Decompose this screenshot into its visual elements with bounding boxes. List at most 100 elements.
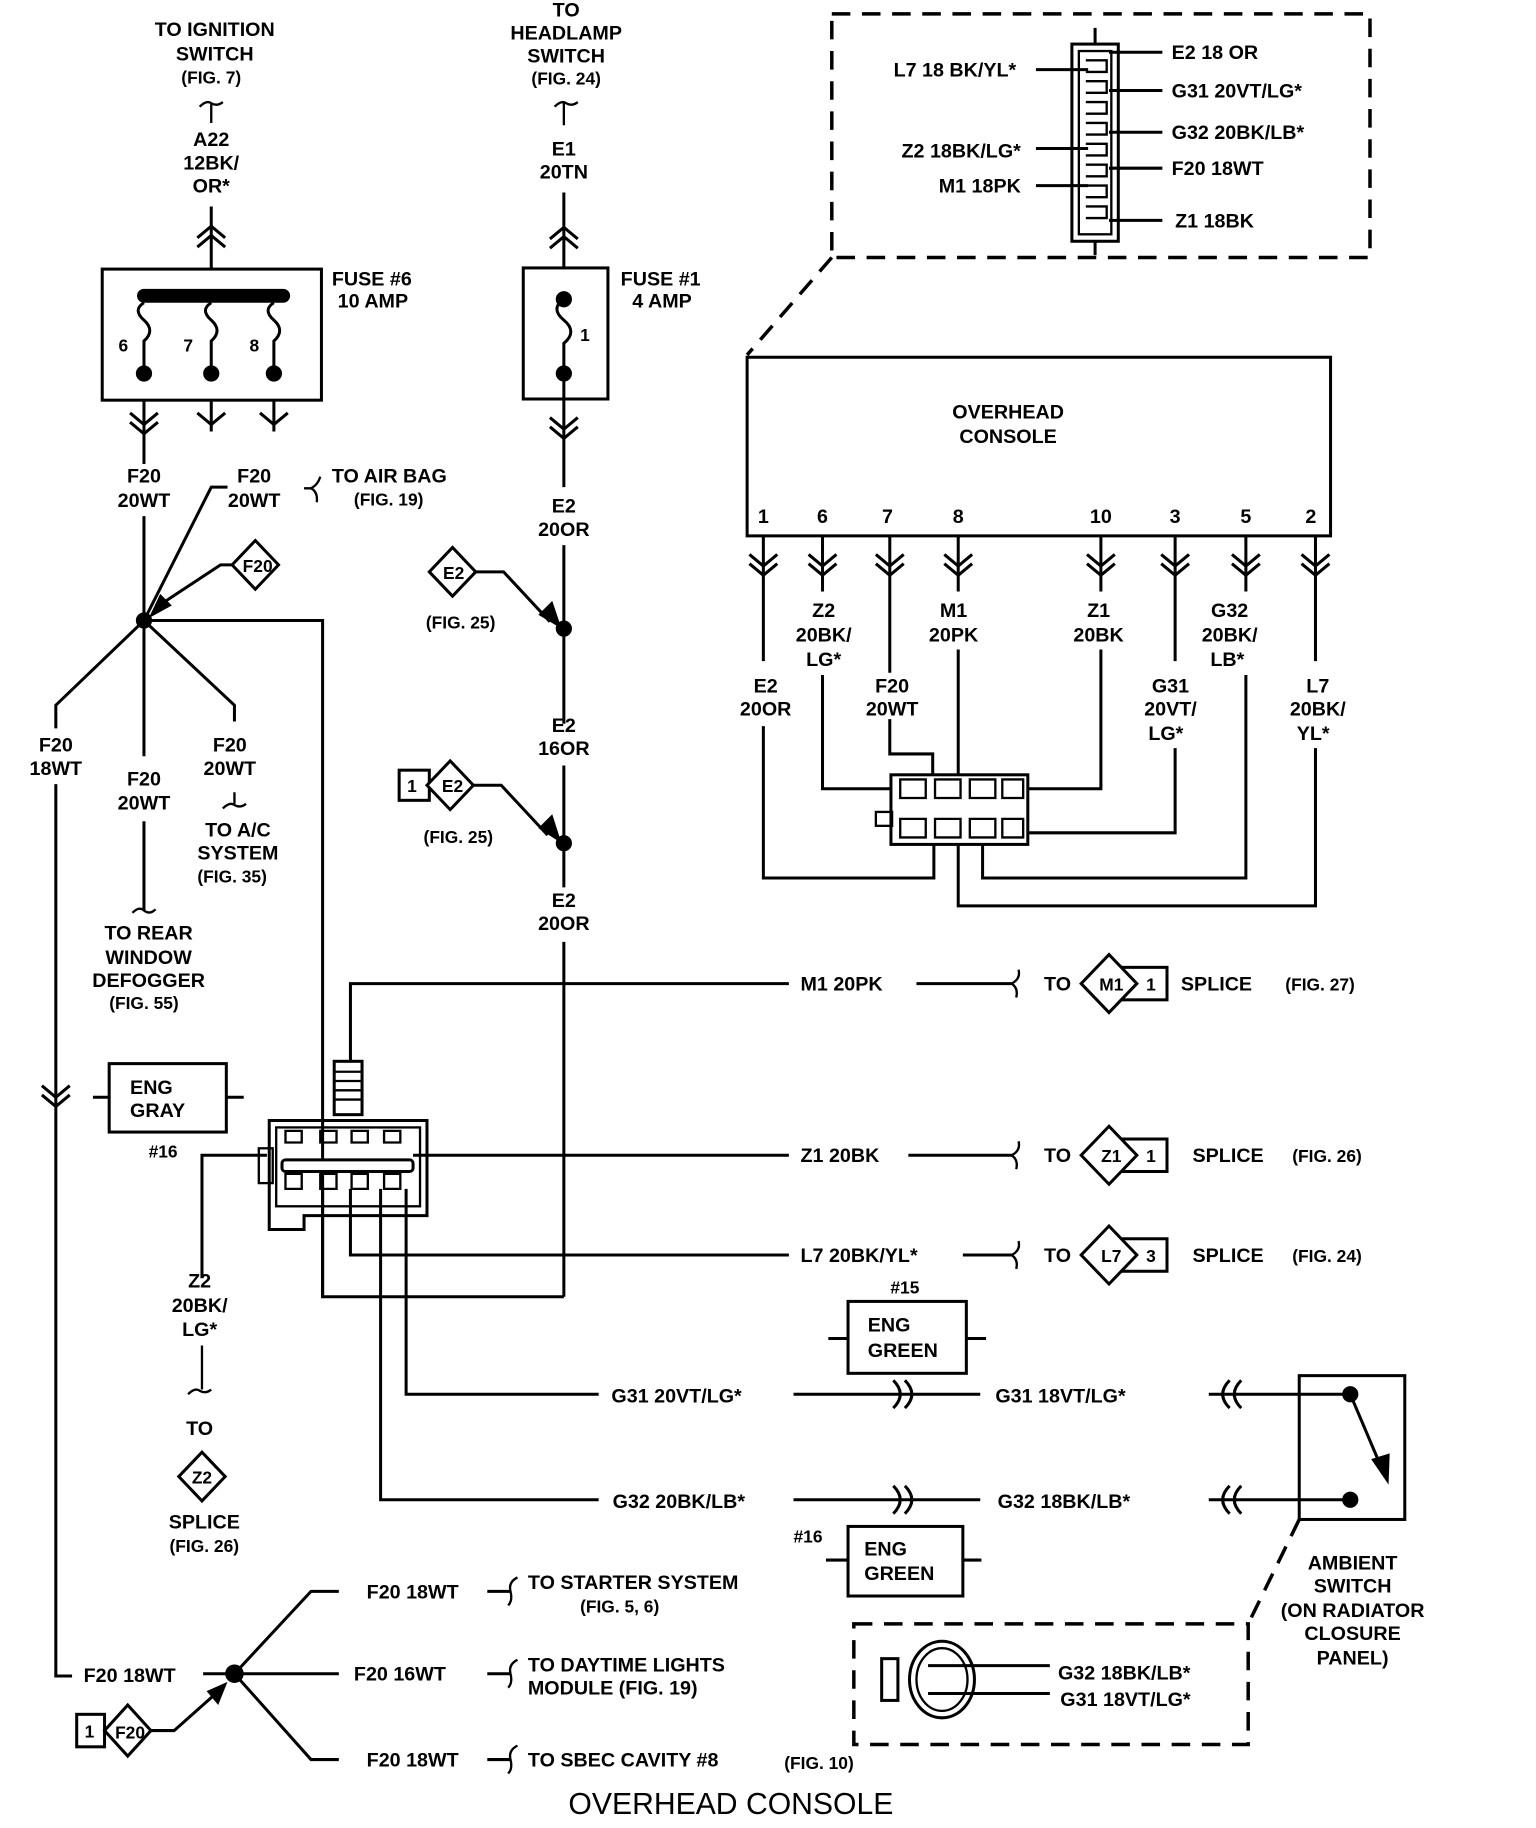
wire-g31-20vt bbox=[404, 1188, 599, 1396]
wire-f20-18wt bbox=[54, 784, 73, 1678]
connector-inner bbox=[1077, 49, 1113, 236]
connector-inner-shell bbox=[275, 1126, 422, 1208]
wire-f20-airbag-color: 20WT bbox=[228, 490, 281, 512]
inline-connector-icon bbox=[892, 1379, 914, 1410]
console-wire-m1-code: M1 bbox=[940, 600, 967, 622]
console-wire-l7-color2: YL* bbox=[1297, 723, 1330, 745]
inline-connector-icon bbox=[892, 1484, 914, 1515]
splice-diamond bbox=[1079, 1223, 1139, 1287]
connector-wire-l7: L7 18 BK/YL* bbox=[894, 60, 1017, 82]
console-wire-z2-code: Z2 bbox=[812, 600, 835, 622]
bottom-diamond-label: F20 bbox=[115, 1723, 145, 1743]
ambient-label-2: SWITCH bbox=[1314, 1576, 1392, 1598]
console-box bbox=[745, 355, 1333, 538]
wire-console-l7 bbox=[956, 535, 1317, 908]
wire-e2-top-color: 20OR bbox=[538, 519, 589, 541]
console-wire-labels: E2 20OR Z2 20BK/ LG* F20 20WT M1 20PK Z1… bbox=[740, 600, 1346, 745]
connector-key-bar bbox=[280, 1158, 415, 1174]
fuse-6-pin-7: 7 bbox=[183, 335, 193, 355]
ignition-label-3: (FIG. 7) bbox=[181, 68, 241, 88]
splice-fig: (FIG. 24) bbox=[1292, 1246, 1362, 1266]
fuse-1-pin: 1 bbox=[580, 325, 590, 345]
ambient-leader bbox=[1246, 1518, 1301, 1625]
console-connector-detail: L7 18 BK/YL* Z2 18BK/LG* M1 18PK E2 18 O… bbox=[745, 12, 1372, 357]
wire-g31-in-label: G31 20VT/LG* bbox=[611, 1385, 742, 1407]
wire-console-f20 bbox=[888, 535, 935, 780]
wire-e2-top-code: E2 bbox=[552, 496, 576, 518]
boot-ribs bbox=[334, 1070, 363, 1101]
connector-stub-icon bbox=[1010, 1240, 1021, 1270]
wire-e1-color: 20TN bbox=[540, 162, 588, 184]
console-wire-e2-code: E2 bbox=[754, 675, 778, 697]
wire-m1-20pk bbox=[348, 982, 789, 1114]
z2-wire-color2: LG* bbox=[182, 1319, 217, 1341]
wire-f20-18wt-code: F20 bbox=[39, 735, 73, 757]
branch-dest-1: TO STARTER SYSTEM bbox=[528, 1572, 739, 1594]
console-pin-label: 1 bbox=[758, 506, 769, 528]
wire-g32-in-label: G32 20BK/LB* bbox=[613, 1491, 746, 1513]
console-wire-g32-color2: LB* bbox=[1210, 649, 1244, 671]
ambient-detail-box bbox=[852, 1622, 1250, 1747]
detail-leader bbox=[745, 256, 834, 357]
wire-e1-code: E1 bbox=[552, 138, 576, 160]
fuse-6-pin-6: 6 bbox=[118, 335, 128, 355]
wire-f20-to-connector bbox=[143, 619, 564, 1299]
connector-cavities bbox=[284, 1129, 402, 1191]
bottom-trunk-label: F20 18WT bbox=[84, 1665, 176, 1687]
bottom-diamond-wire bbox=[150, 1692, 217, 1733]
airbag-fig: (FIG. 19) bbox=[354, 490, 424, 510]
arrow-icon bbox=[538, 600, 562, 629]
splice-to: TO bbox=[1044, 974, 1071, 996]
defog-dest-2: WINDOW bbox=[105, 947, 192, 969]
console-wire-g31-color: 20VT/ bbox=[1144, 699, 1197, 721]
splice-diamond-label: Z1 bbox=[1101, 1146, 1122, 1166]
wire-f20-18wt-branch bbox=[54, 619, 146, 729]
connector-wire-f20: F20 18WT bbox=[1172, 158, 1264, 180]
connector-stub-icon bbox=[187, 1345, 212, 1396]
wire-f20-defog-code: F20 bbox=[127, 768, 161, 790]
connector-wire-g31: G31 20VT/LG* bbox=[1172, 80, 1303, 102]
connector-wire-m1: M1 18PK bbox=[939, 176, 1022, 198]
terminal-dot bbox=[135, 365, 153, 382]
fuse-6: 6 7 8 FUSE #6 10 AMP bbox=[100, 267, 412, 436]
console-wire-z2-color2: LG* bbox=[806, 649, 841, 671]
connector-wire-z2: Z2 18BK/LG* bbox=[901, 141, 1021, 163]
connector-stub-icon bbox=[507, 1744, 519, 1775]
wire-console-g31 bbox=[1025, 535, 1177, 835]
z2-diamond-label: Z2 bbox=[192, 1468, 212, 1488]
connector-cavities bbox=[1085, 59, 1108, 220]
headlamp-label-1: TO bbox=[553, 0, 580, 21]
ambient-label-4: CLOSURE bbox=[1304, 1623, 1400, 1645]
wire-a22-color: OR* bbox=[193, 176, 231, 198]
console-pin-label: 7 bbox=[882, 506, 893, 528]
z2-branch: Z2 20BK/ LG* TO Z2 SPLICE (FIG. 26) bbox=[169, 1270, 240, 1555]
branch-wire-label: F20 18WT bbox=[367, 1750, 459, 1772]
e2-fig-1: (FIG. 25) bbox=[426, 613, 496, 633]
wire-f20-18wt-color: 18WT bbox=[30, 758, 83, 780]
z2-wire-code: Z2 bbox=[188, 1270, 211, 1292]
branch-wire-label: F20 16WT bbox=[354, 1664, 446, 1686]
connector-stub-icon bbox=[507, 1658, 519, 1689]
fuse-6-busbar bbox=[137, 288, 291, 303]
wire-g32-20bk bbox=[379, 1188, 599, 1502]
console-wire-g32-code: G32 bbox=[1211, 600, 1248, 622]
splice-diamond-label: M1 bbox=[1099, 975, 1123, 995]
wire-f20-airbag-code: F20 bbox=[237, 466, 271, 488]
connector-shell bbox=[267, 1118, 429, 1232]
eng-gray-label-2: GRAY bbox=[130, 1100, 185, 1122]
f20-network: F20 20WT F20 20WT TO AIR BAG (FIG. 19) F… bbox=[30, 431, 564, 1678]
eng-green-15-box bbox=[846, 1299, 968, 1375]
fuse-element-icon bbox=[555, 297, 573, 374]
connector-wire-e2: E2 18 OR bbox=[1172, 42, 1259, 64]
wire-g31-out-label: G31 18VT/LG* bbox=[995, 1385, 1126, 1407]
connector-cavities bbox=[899, 778, 1025, 839]
eng-green-16-box bbox=[846, 1524, 965, 1598]
fuse-1-label: FUSE #1 bbox=[621, 268, 701, 290]
e2-diamond-2 bbox=[424, 758, 476, 812]
console-wire-l7-color: 20BK/ bbox=[1290, 699, 1346, 721]
connector-latch bbox=[874, 810, 894, 828]
